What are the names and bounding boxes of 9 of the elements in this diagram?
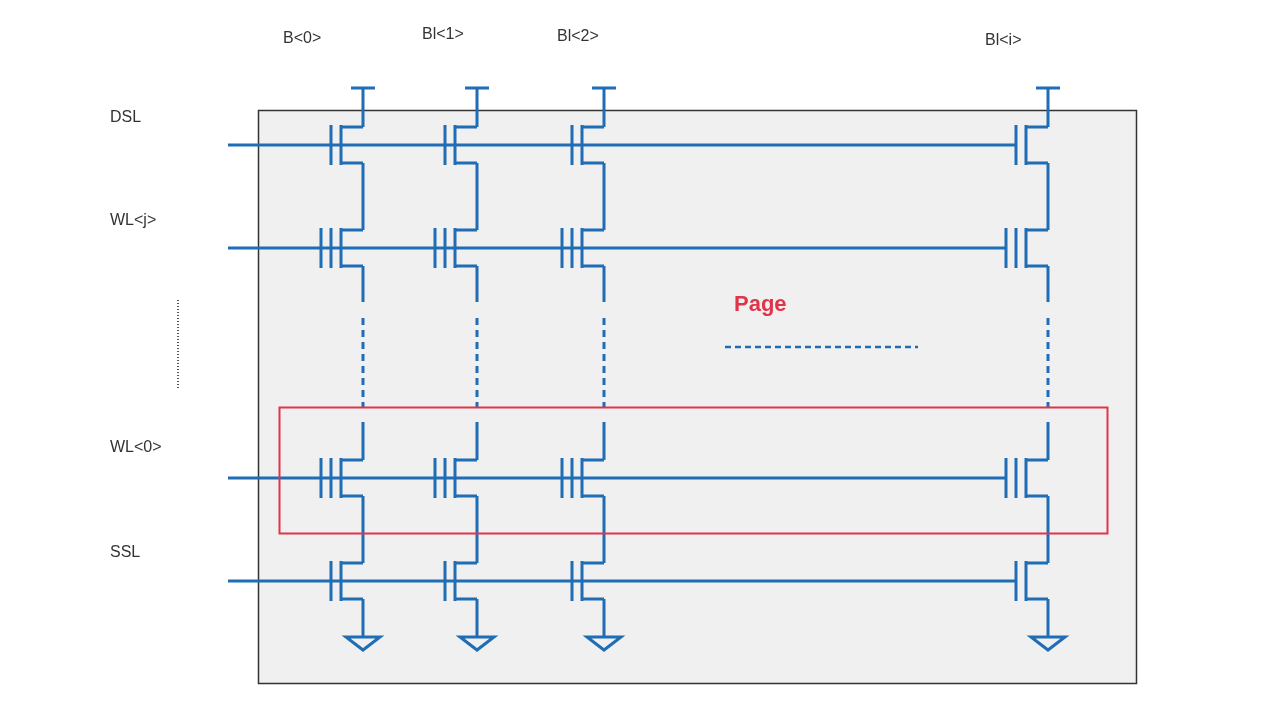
bit-line-label: Bl<2> bbox=[557, 28, 599, 44]
bit-line-label: B<0> bbox=[283, 30, 322, 46]
signal-label: DSL bbox=[110, 109, 142, 125]
signal-label: WL<j> bbox=[110, 212, 157, 228]
signal-label: WL<0> bbox=[110, 439, 162, 455]
bit-line-label: Bl<1> bbox=[422, 26, 464, 42]
signal-label: SSL bbox=[110, 544, 141, 560]
bit-line-label: Bl<i> bbox=[985, 32, 1022, 48]
page-label: Page bbox=[734, 293, 787, 315]
